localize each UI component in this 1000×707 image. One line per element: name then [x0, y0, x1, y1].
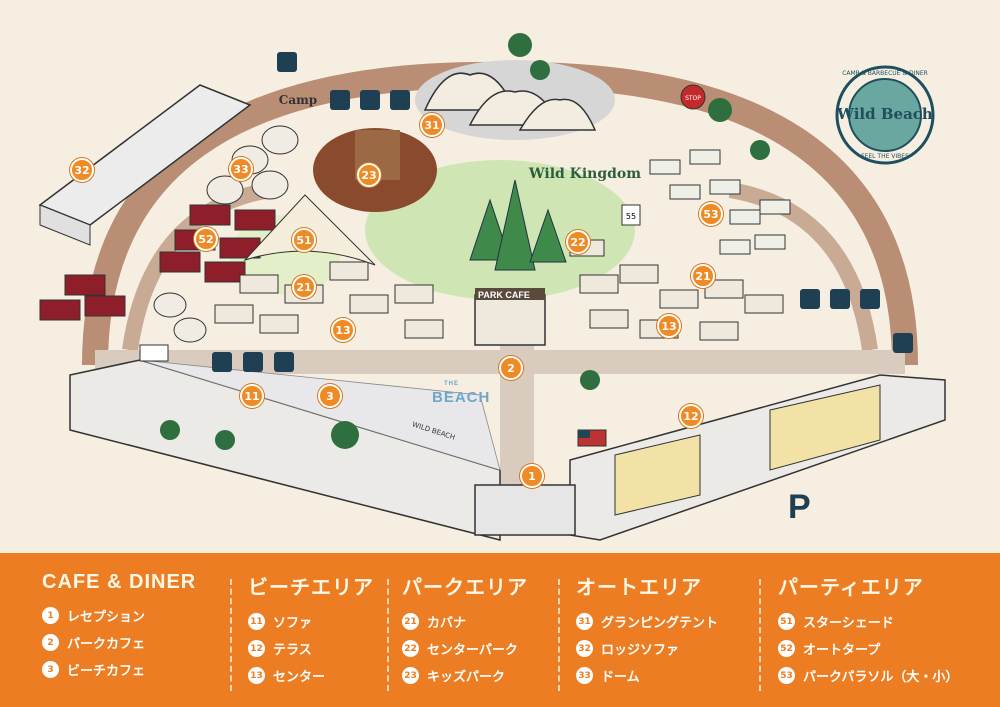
facility-map: STOP 55 Wild Kingdom Camp WILD BEACH [38, 33, 946, 541]
legend-divider [387, 579, 389, 691]
water-tap-icon-3 [274, 352, 294, 372]
water-tap-icon-4 [893, 333, 913, 353]
legend-title-auto: オートエリア [576, 577, 702, 599]
pin-31[interactable]: 31 [420, 113, 444, 137]
legend-divider [558, 579, 560, 691]
legend-divider [759, 579, 761, 691]
restroom-icon-2 [243, 352, 263, 372]
legend-title-party: パーティエリア [778, 577, 924, 599]
wild-beach-logo: Wild Beach CAMP & BARBECUE & DINER FEEL … [835, 65, 935, 165]
svg-text:FEEL THE VIBES: FEEL THE VIBES [861, 153, 909, 160]
camp-sign: Camp [279, 93, 317, 107]
bin-icon [860, 289, 880, 309]
recycle-icon [830, 289, 850, 309]
pin-13-left[interactable]: 13 [331, 318, 355, 342]
pin-53[interactable]: 53 [699, 202, 723, 226]
logo-text: Wild Beach [836, 105, 933, 123]
pin-32[interactable]: 32 [70, 158, 94, 182]
reception-building [474, 484, 576, 536]
pin-11[interactable]: 11 [240, 384, 264, 408]
pin-22[interactable]: 22 [566, 230, 590, 254]
pin-23[interactable]: 23 [357, 163, 381, 187]
pin-13-right[interactable]: 13 [657, 314, 681, 338]
water-tap-icon-2 [360, 90, 380, 110]
pin-2[interactable]: 2 [499, 356, 523, 380]
shower-icon-2 [212, 352, 232, 372]
legend-title-cafe: CAFE & DINER [42, 571, 197, 593]
map-illustration: STOP 55 Wild Kingdom Camp WILD BEACH [38, 33, 946, 541]
legend-title-beach: ビーチエリア [248, 577, 374, 599]
legend-divider [230, 579, 232, 691]
parking-sign: P [788, 488, 811, 526]
pin-33[interactable]: 33 [229, 157, 253, 181]
park-cafe-sign: PARK CAFE [478, 290, 530, 300]
pin-21-left[interactable]: 21 [292, 275, 316, 299]
pin-1[interactable]: 1 [520, 464, 544, 488]
shower-icon [390, 90, 410, 110]
facility-icons [212, 52, 913, 372]
wild-kingdom-sign: Wild Kingdom [528, 166, 641, 182]
pin-21-right[interactable]: 21 [691, 264, 715, 288]
trash-icon [800, 289, 820, 309]
legend-title-park: パークエリア [402, 577, 528, 599]
restroom-icon [330, 90, 350, 110]
pin-52[interactable]: 52 [194, 227, 218, 251]
lodge-row [38, 84, 252, 246]
stop-sign-text: STOP [685, 95, 701, 102]
pin-12[interactable]: 12 [679, 404, 703, 428]
pin-3[interactable]: 3 [318, 384, 342, 408]
water-tap-icon [277, 52, 297, 72]
park-cafe-building [474, 294, 546, 346]
svg-text:CAMP & BARBECUE & DINER: CAMP & BARBECUE & DINER [842, 70, 928, 77]
svg-text:55: 55 [626, 212, 636, 221]
pin-51[interactable]: 51 [292, 228, 316, 252]
